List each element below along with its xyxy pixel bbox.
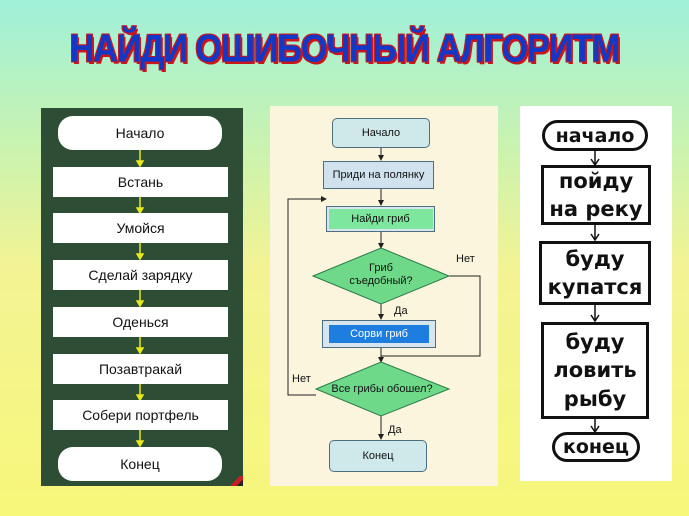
algorithm-2-no-label: Нет (456, 253, 475, 265)
algorithm-2-step-pick: Сорви гриб (322, 320, 436, 348)
algorithm-2-condition-edible: Гриб съедобный? (349, 262, 413, 288)
algorithm-2-yes-label: Да (394, 305, 408, 317)
algorithm-1-end: Конец (58, 447, 222, 481)
algorithm-2-step-come: Приди на полянку (323, 161, 434, 189)
algorithm-3-step-river: пойду на реку (541, 165, 651, 225)
page-title: НАЙДИ ОШИБОЧНЫЙ АЛГОРИТМ (69, 27, 621, 71)
algorithm-1-step: Сделай зарядку (53, 260, 228, 290)
algorithm-2-panel[interactable]: Начало Приди на полянку Найди гриб Гриб … (270, 106, 498, 486)
algorithm-2-no-label: Нет (292, 373, 311, 385)
algorithm-1-step: Умойся (53, 213, 228, 243)
algorithm-1-start: Начало (58, 116, 222, 150)
algorithm-2-connectors (287, 148, 481, 440)
algorithm-2-step-find-label: Найди гриб (328, 209, 433, 229)
algorithm-1-step: Позавтракай (53, 354, 228, 384)
algorithm-2-end: Конец (329, 440, 427, 472)
algorithm-1-connectors (135, 150, 145, 448)
algorithm-2-start: Начало (332, 118, 430, 148)
algorithm-3-end: конец (552, 432, 640, 462)
algorithm-1-step: Встань (53, 167, 228, 197)
corner-mark-icon (231, 476, 243, 486)
algorithm-1-panel[interactable]: Начало Встань Умойся Сделай зарядку Оден… (41, 108, 243, 486)
algorithm-1-step: Собери портфель (53, 400, 228, 430)
algorithm-2-yes-label: Да (388, 424, 402, 436)
algorithm-2-step-find: Найди гриб (326, 206, 435, 232)
algorithm-2-condition-all: Все грибы обошел? (331, 383, 433, 395)
algorithm-3-start: начало (542, 120, 648, 151)
algorithm-3-step-swim: буду купатся (539, 241, 651, 305)
algorithm-2-step-pick-label: Сорви гриб (329, 325, 429, 343)
algorithm-3-panel[interactable]: начало пойду на реку буду купатся буду л… (520, 106, 672, 481)
algorithm-1-step: Оденься (53, 307, 228, 337)
algorithm-3-step-fish: буду ловить рыбу (541, 322, 649, 419)
